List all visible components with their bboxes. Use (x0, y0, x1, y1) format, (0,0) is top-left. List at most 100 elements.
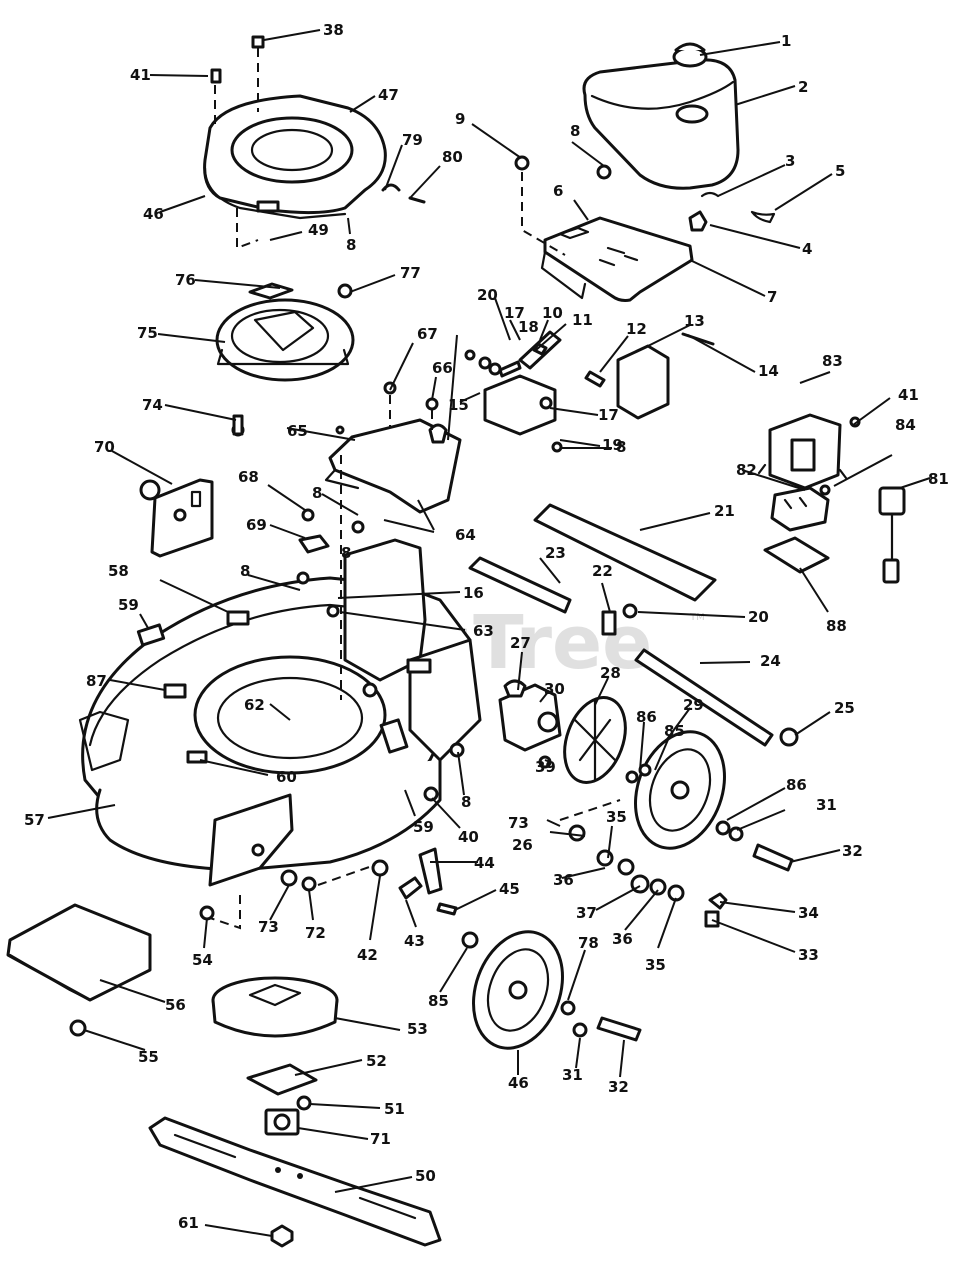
callout-43: 43 (404, 932, 425, 950)
callout-33: 33 (798, 946, 819, 964)
callout-12: 12 (626, 320, 647, 338)
callout-20a: 20 (477, 286, 498, 304)
callout-79: 79 (402, 131, 423, 149)
callout-8b: 8 (346, 236, 356, 254)
control-panel (540, 216, 694, 302)
callout-58: 58 (108, 562, 129, 580)
callout-42: 42 (357, 946, 378, 964)
callout-82: 82 (736, 461, 757, 479)
callout-66: 66 (432, 359, 453, 377)
callout-6: 6 (553, 182, 563, 200)
callout-61: 61 (178, 1214, 199, 1232)
callout-49: 49 (308, 221, 329, 239)
callout-67: 67 (417, 325, 438, 343)
callout-51: 51 (384, 1100, 405, 1118)
callout-8a: 8 (570, 122, 580, 140)
callout-8g: 8 (341, 544, 351, 562)
callout-74: 74 (142, 396, 163, 414)
callout-37: 37 (576, 904, 597, 922)
callout-labels: 1 2 3 5 4 6 7 8 9 38 41 47 46 49 79 80 8… (24, 21, 949, 1232)
pad-88 (763, 536, 830, 574)
callout-18: 18 (518, 318, 539, 336)
callout-73a: 73 (508, 814, 529, 832)
callout-83: 83 (822, 352, 843, 370)
callout-24: 24 (760, 652, 781, 670)
callout-3: 3 (785, 152, 795, 170)
callout-47: 47 (378, 86, 399, 104)
callout-65: 65 (287, 422, 308, 440)
callout-78: 78 (578, 934, 599, 952)
callout-20b: 20 (748, 608, 769, 626)
callout-28: 28 (600, 664, 621, 682)
watermark-tm: TM (689, 612, 705, 623)
callout-60: 60 (276, 768, 297, 786)
front-wheel (634, 730, 726, 850)
callout-35b: 35 (645, 956, 666, 974)
callout-13: 13 (684, 312, 705, 330)
callout-64: 64 (455, 526, 476, 544)
callout-21: 21 (714, 502, 735, 520)
callout-15: 15 (448, 396, 469, 414)
callout-46b: 46 (508, 1074, 529, 1092)
fuel-cap (672, 42, 708, 68)
callout-10: 10 (542, 304, 563, 322)
callout-56: 56 (165, 996, 186, 1014)
callout-26: 26 (512, 836, 533, 854)
callout-59b: 59 (413, 818, 434, 836)
wheel-gear (563, 696, 627, 784)
callout-86b: 86 (786, 776, 807, 794)
callout-44: 44 (474, 854, 495, 872)
leader-lines (47, 29, 931, 1237)
callout-39: 39 (535, 758, 556, 776)
height-adjust-parts (468, 503, 774, 747)
callout-46a: 46 (143, 205, 164, 223)
battery-connector (770, 486, 830, 532)
callout-25: 25 (834, 699, 855, 717)
callout-19: 19 (602, 436, 623, 454)
callout-9: 9 (455, 110, 465, 128)
callout-35a: 35 (606, 808, 627, 826)
callout-59a: 59 (118, 596, 139, 614)
callout-40: 40 (458, 828, 479, 846)
callout-87: 87 (86, 672, 107, 690)
callout-1: 1 (781, 32, 791, 50)
callout-30: 30 (544, 680, 565, 698)
callout-8c: 8 (312, 484, 322, 502)
callout-41b: 41 (898, 386, 919, 404)
callout-71: 71 (370, 1130, 391, 1148)
callout-23: 23 (545, 544, 566, 562)
callout-85b: 85 (428, 992, 449, 1010)
callout-86a: 86 (636, 708, 657, 726)
callout-62: 62 (244, 696, 265, 714)
callout-34: 34 (798, 904, 819, 922)
fuel-line-clip (688, 191, 776, 232)
callout-80: 80 (442, 148, 463, 166)
callout-8e: 8 (616, 438, 626, 456)
callout-16: 16 (463, 584, 484, 602)
callout-76: 76 (175, 271, 196, 289)
ignition-module (757, 413, 848, 490)
callout-41a: 41 (130, 66, 151, 84)
callout-77: 77 (400, 264, 421, 282)
rear-wheel (472, 930, 564, 1050)
fuel-tank (582, 58, 740, 190)
callout-63: 63 (473, 622, 494, 640)
throttle-bracket (139, 478, 214, 558)
callout-53: 53 (407, 1020, 428, 1038)
hardware-bits (69, 35, 861, 1248)
callout-14: 14 (758, 362, 779, 380)
callout-38: 38 (323, 21, 344, 39)
callout-7: 7 (767, 288, 777, 306)
callout-11: 11 (572, 311, 593, 329)
plug-81 (878, 486, 906, 584)
callout-69: 69 (246, 516, 267, 534)
recoil-starter (215, 282, 355, 382)
callout-70: 70 (94, 438, 115, 456)
assembly-lines (209, 48, 621, 930)
callout-81: 81 (928, 470, 949, 488)
blower-housing (203, 94, 387, 220)
callout-22: 22 (592, 562, 613, 580)
callout-52: 52 (366, 1052, 387, 1070)
